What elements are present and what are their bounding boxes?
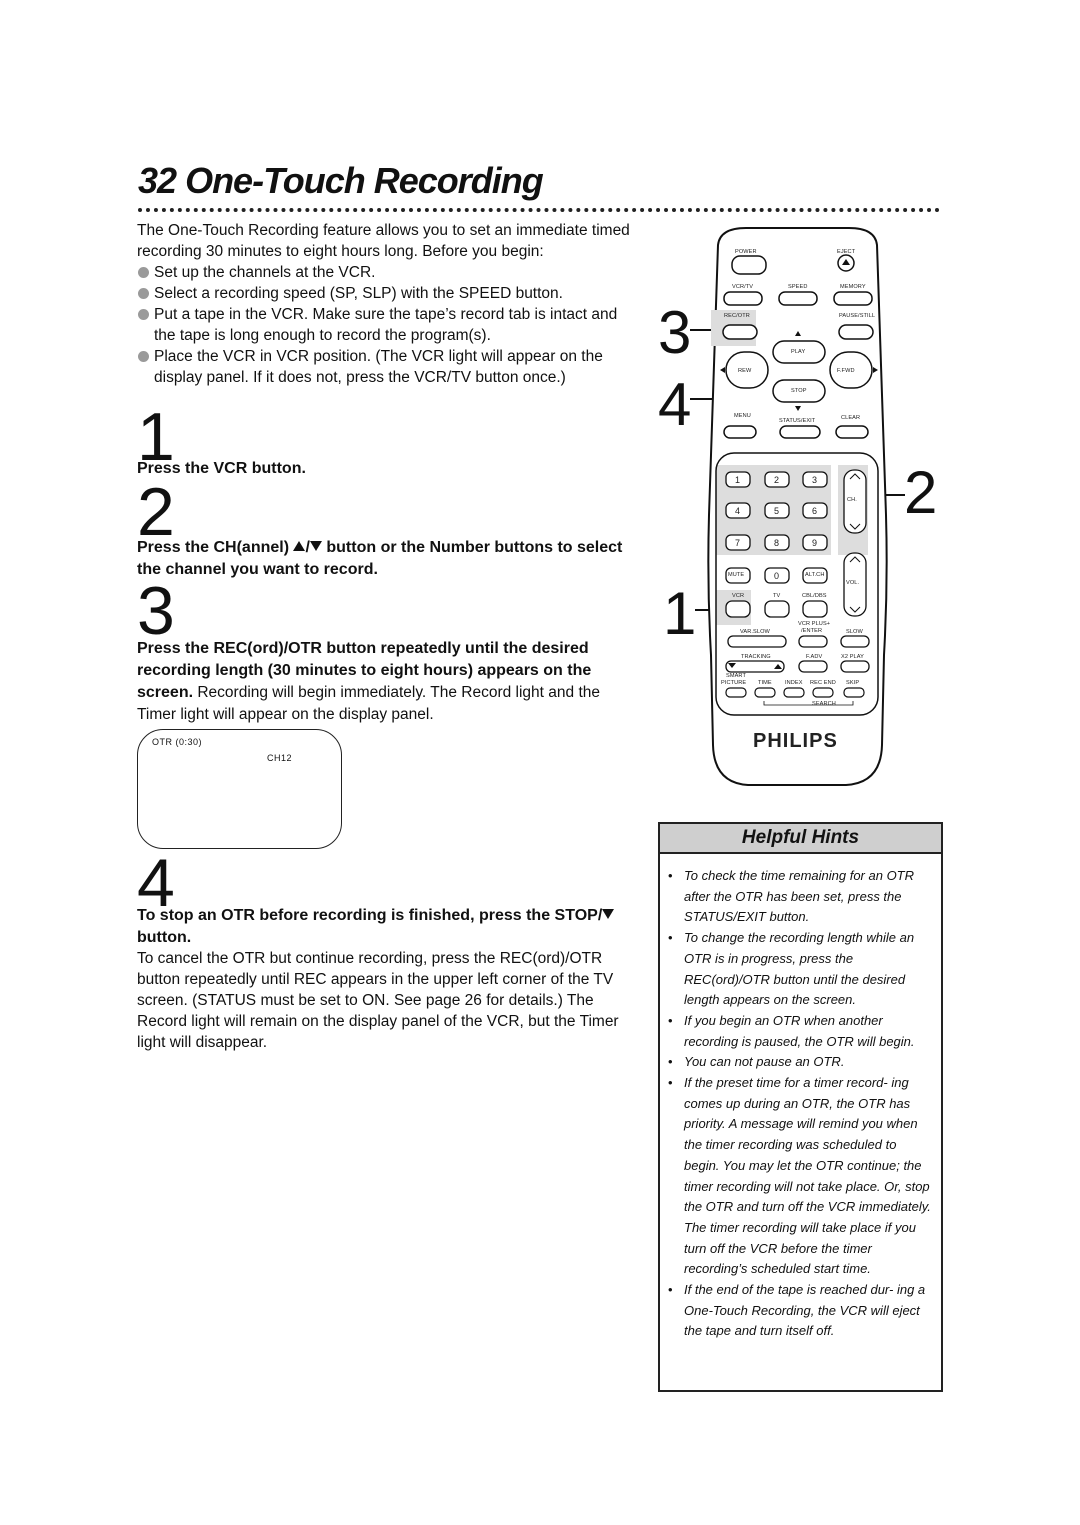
otr-indicator: OTR (0:30) [152,737,203,747]
page-title-text: One-Touch Recording [185,160,544,201]
smart-label: SMART [726,673,746,679]
down-arrow-icon [602,909,615,919]
callout-number: 2 [904,459,938,526]
key-7: 7 [735,538,741,548]
step-heading: To stop an OTR before recording is finis… [137,905,617,949]
hints-list: To check the time remaining for an OTR a… [660,854,941,1342]
key-5: 5 [774,506,780,516]
title-divider [138,208,940,212]
step-body: To cancel the OTR but continue recording… [137,950,619,1051]
step-text: Press the REC(ord)/OTR button repeatedly… [137,638,622,725]
key-6: 6 [812,506,818,516]
rec-end-button-label: REC END [810,680,836,686]
slow-button-label: SLOW [846,629,863,635]
intro-text: The One-Touch Recording feature allows y… [137,222,630,260]
mute-button-label: MUTE [728,572,745,578]
brand-logo: PHILIPS [753,730,838,752]
clear-button-label: CLEAR [841,415,861,421]
vol-rocker-label: VOL. [846,580,860,586]
hint-item: To change the recording length while an … [668,928,933,1011]
fadv-button-label: F.ADV [806,654,823,660]
bullet-icon [138,288,149,299]
ffwd-button-label: F.FWD [837,368,855,374]
page-title: 32 One-Touch Recording [138,160,544,202]
page-number: 32 [138,160,177,201]
helpful-hints-title: Helpful Hints [660,824,941,854]
remote-body [707,227,888,786]
key-1: 1 [735,475,741,485]
vcr-plus-label: VCR PLUS+ [798,621,831,627]
channel-indicator: CH12 [267,753,293,763]
cbl-dbs-button-label: CBL/DBS [802,593,827,599]
tracking-label: TRACKING [741,654,771,660]
bullet-icon [138,351,149,362]
picture-button-label: PICTURE [721,680,747,686]
play-button-label: PLAY [791,349,806,355]
enter-button-label: /ENTER [801,628,823,634]
hint-item: You can not pause an OTR. [668,1052,933,1073]
step-number: 3 [137,573,175,649]
remote-control: POWER EJECT VCR/TV SPEED MEMORY REC/OTR … [706,225,889,787]
step-number: 1 [137,399,175,475]
key-8: 8 [774,538,780,548]
step-heading: Press the VCR button. [137,460,306,477]
var-slow-button-label: VAR.SLOW [740,629,770,635]
time-button-label: TIME [758,680,772,686]
list-item: Place the VCR in VCR position. (The VCR … [137,346,637,388]
ch-rocker-label: CH. [847,497,857,503]
key-3: 3 [812,475,818,485]
callout-number: 4 [658,371,692,438]
rec-otr-button-label: REC/OTR [724,313,750,319]
step-number: 2 [137,474,175,550]
callout-number: 1 [663,580,697,647]
search-label: SEARCH [812,701,836,707]
key-0: 0 [774,571,780,581]
vcr-button-label: VCR [732,593,745,599]
hint-item: If you begin an OTR when another recordi… [668,1011,933,1052]
hint-item: To check the time remaining for an OTR a… [668,866,933,928]
list-item: Select a recording speed (SP, SLP) with … [137,283,637,304]
index-button-label: INDEX [785,680,803,686]
menu-button-label: MENU [734,413,751,419]
step-number: 4 [137,845,175,921]
hint-item: If the end of the tape is reached dur- i… [668,1280,933,1342]
step-heading: Press the CH(annel) / button or the Numb… [137,539,623,578]
memory-button-label: MEMORY [840,284,866,290]
down-arrow-icon [309,541,322,551]
callout-number: 3 [658,299,692,366]
key-4: 4 [735,506,741,516]
status-exit-button-label: STATUS/EXIT [779,418,816,424]
skip-button-label: SKIP [846,680,860,686]
step-heading: Press the REC(ord)/OTR button repeatedly… [137,640,592,701]
bullet-icon [138,267,149,278]
intro-section: The One-Touch Recording feature allows y… [137,220,637,388]
hint-item: If the preset time for a timer record- i… [668,1073,933,1280]
power-button-label: POWER [735,249,757,255]
bullet-icon [138,309,149,320]
speed-button-label: SPEED [788,284,808,290]
x2-play-button-label: X2 PLAY [841,654,864,660]
list-item: Put a tape in the VCR. Make sure the tap… [137,304,637,346]
tv-button-label: TV [773,593,781,599]
alt-ch-button-label: ALT.CH [805,572,825,578]
prerequisite-list: Set up the channels at the VCR. Select a… [137,262,637,388]
rew-button-label: REW [738,368,752,374]
tv-screen: OTR (0:30) CH12 [137,729,342,849]
helpful-hints-box: Helpful Hints To check the time remainin… [658,822,943,1392]
list-item: Set up the channels at the VCR. [137,262,637,283]
eject-button-label: EJECT [837,249,856,255]
key-2: 2 [774,475,780,485]
pause-still-button-label: PAUSE/STILL [839,313,876,319]
step-body: Recording will begin immediately. The Re… [137,684,600,723]
vcr-tv-button-label: VCR/TV [732,284,754,290]
key-9: 9 [812,538,818,548]
up-arrow-icon [293,541,306,551]
stop-button-label: STOP [791,388,807,394]
